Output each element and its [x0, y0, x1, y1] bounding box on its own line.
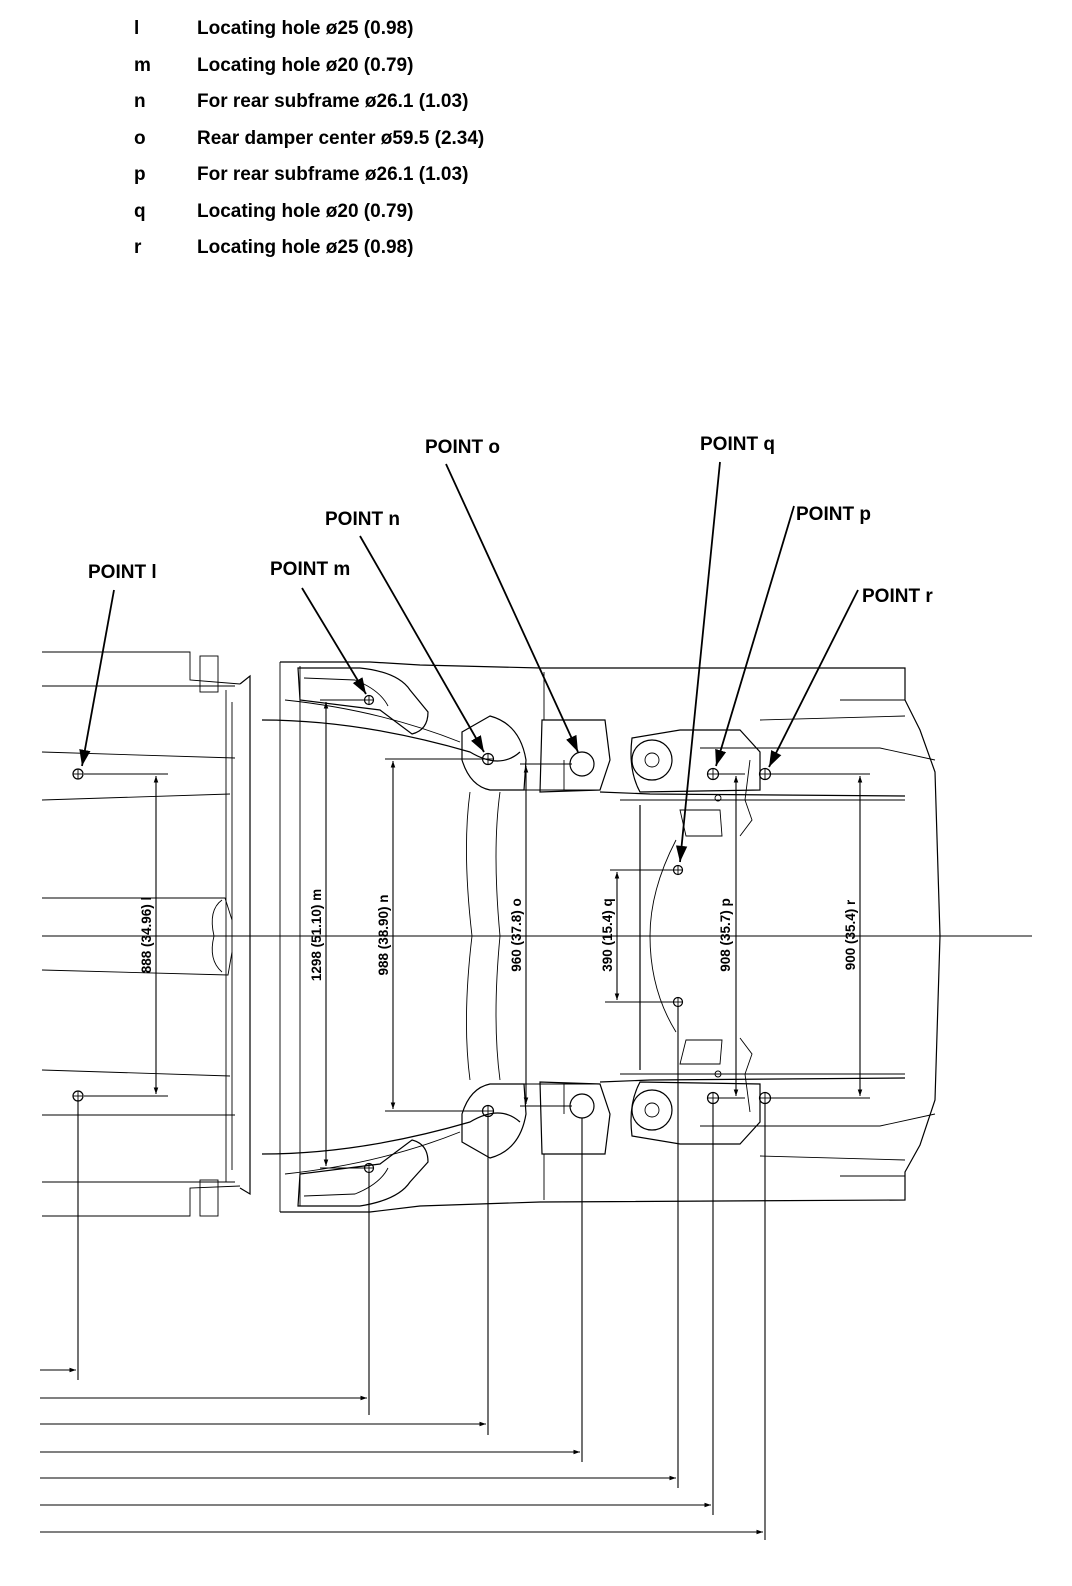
legend-text: For rear subframe ø26.1 (1.03): [197, 91, 469, 112]
legend-key: l: [134, 18, 140, 39]
reference-holes: [72, 694, 772, 1174]
hole-o-upper: [569, 751, 595, 777]
point-label-m: POINT m: [270, 559, 350, 580]
point-label-n: POINT n: [325, 509, 400, 530]
legend-key: r: [134, 237, 142, 258]
legend-key: o: [134, 127, 146, 149]
dim-label-l: 888 (34.96) l: [139, 897, 154, 974]
width-dimensions: 888 (34.96) l 1298 (51.10) m 988 (38.90)…: [84, 699, 870, 1169]
hole-n-lower: [481, 1104, 495, 1118]
dim-label-p: 908 (35.7) p: [718, 898, 733, 972]
legend-key: m: [134, 54, 151, 76]
dim-label-o: 960 (37.8) o: [509, 898, 524, 972]
legend-key: n: [134, 91, 146, 112]
body-outline: [41, 651, 1032, 1217]
length-dimensions: [40, 1006, 766, 1540]
point-label-o: POINT o: [425, 437, 500, 458]
point-label-l: POINT l: [88, 562, 157, 583]
hole-r-lower: [758, 1091, 772, 1105]
hole-n-upper: [481, 752, 495, 766]
hole-o-lower: [569, 1093, 595, 1119]
legend-key: p: [134, 164, 146, 185]
legend-text: Locating hole ø25 (0.98): [197, 237, 414, 258]
legend-key: q: [134, 200, 146, 222]
dim-label-q: 390 (15.4) q: [600, 898, 615, 972]
point-callouts: POINT l POINT m POINT n POINT o POINT q …: [79, 434, 933, 863]
legend-text: Locating hole ø20 (0.79): [197, 200, 414, 222]
legend-text: Rear damper center ø59.5 (2.34): [197, 127, 485, 149]
point-label-r: POINT r: [862, 586, 933, 607]
dim-label-m: 1298 (51.10) m: [309, 889, 324, 981]
hole-r-upper: [758, 767, 772, 781]
legend-text: Locating hole ø20 (0.79): [197, 54, 414, 76]
legend-text: For rear subframe ø26.1 (1.03): [197, 164, 469, 185]
hole-p-upper: [706, 767, 720, 781]
dim-label-r: 900 (35.4) r: [843, 899, 858, 970]
hole-l-upper: [72, 768, 84, 780]
point-label-p: POINT p: [796, 504, 871, 525]
hole-q-lower: [672, 996, 684, 1008]
point-label-q: POINT q: [700, 434, 775, 455]
legend-text: Locating hole ø25 (0.98): [197, 18, 414, 39]
hole-p-lower: [706, 1091, 720, 1105]
hole-q-upper: [672, 864, 684, 876]
hole-l-lower: [72, 1090, 84, 1102]
dim-label-n: 988 (38.90) n: [376, 894, 391, 975]
